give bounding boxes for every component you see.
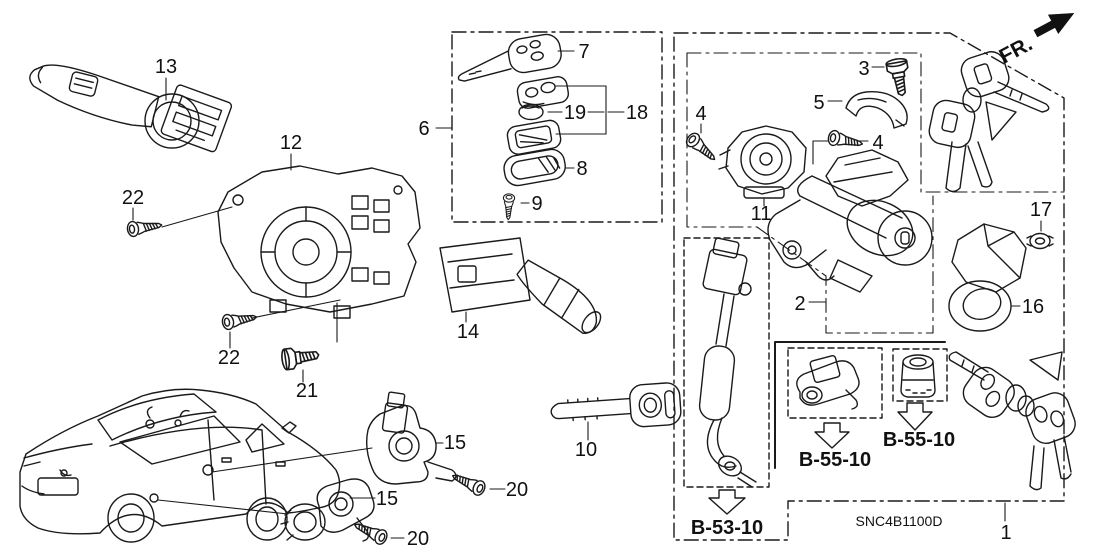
fr-direction: FR. xyxy=(996,13,1075,68)
ref-code-b55-left: B-55-10 xyxy=(799,449,871,471)
b55-group-bracket xyxy=(774,341,946,469)
part-11-immobilizer xyxy=(718,125,807,199)
callout-15: 15 xyxy=(444,432,466,454)
ref-code-b55-right: B-55-10 xyxy=(883,429,955,451)
key-set-top xyxy=(928,51,1050,193)
part-9-screw xyxy=(502,193,516,221)
part-16-cylinder-housing xyxy=(948,223,1027,332)
callout-22-lower: 22 xyxy=(218,347,240,369)
part-15-door-lock-lower xyxy=(280,478,375,542)
b53-group-box xyxy=(683,237,770,488)
callout-8: 8 xyxy=(576,158,587,180)
leader-4-right xyxy=(812,140,869,165)
part-18-case-upper xyxy=(516,76,570,109)
callout-11: 11 xyxy=(751,203,772,225)
callout-22: 22 xyxy=(122,187,144,209)
callout-10: 10 xyxy=(575,439,597,461)
part-4-screw-right xyxy=(826,128,865,153)
leader-18-19-bracket xyxy=(547,85,625,135)
part-2-steering-lock-assembly xyxy=(767,149,933,293)
part-trunk-cap xyxy=(900,354,936,398)
callout-17: 17 xyxy=(1030,199,1052,221)
region-1-boundary xyxy=(673,32,1065,541)
region-2-partition-bottom xyxy=(686,52,934,334)
callout-14: 14 xyxy=(457,321,479,343)
part-18-case-lower xyxy=(506,119,562,155)
callout-12: 12 xyxy=(280,132,302,154)
part-3-bolt xyxy=(884,56,914,99)
part-14-wiper-switch xyxy=(439,237,602,334)
callout-4: 4 xyxy=(695,103,706,125)
callout-5: 5 xyxy=(813,92,824,114)
callout-18: 18 xyxy=(626,102,648,124)
car-illustration xyxy=(19,388,341,543)
part-19-battery xyxy=(518,103,544,121)
callout-4-right: 4 xyxy=(872,132,883,154)
leader-22-lower xyxy=(229,299,341,349)
b55-left-arrow-icon xyxy=(814,422,850,449)
b55-right-box xyxy=(892,348,948,402)
part-glovebox-cylinder xyxy=(796,354,860,410)
callout-21: 21 xyxy=(296,380,318,402)
b53-arrow-icon xyxy=(708,489,746,515)
part-8-gasket xyxy=(503,148,566,187)
callout-13: 13 xyxy=(155,56,177,78)
callout-16: 16 xyxy=(1022,296,1044,318)
part-15-door-lock-upper xyxy=(365,391,457,485)
callout-9: 9 xyxy=(531,193,542,215)
part-22-screw-lower xyxy=(220,308,259,332)
callout-2: 2 xyxy=(794,293,805,315)
part-21-bolt xyxy=(279,343,321,372)
part-22-screw-upper xyxy=(125,216,164,238)
part-10-key-blank xyxy=(550,382,682,428)
part-interlock-cable xyxy=(698,237,757,488)
keyfob-group-box xyxy=(451,31,663,223)
part-7-key xyxy=(457,33,562,82)
b55-right-arrow-icon xyxy=(897,402,933,431)
callout-7: 7 xyxy=(578,41,589,63)
leader-22-upper xyxy=(132,206,233,228)
diagram-code: SNC4B1100D xyxy=(856,513,943,529)
callout-15-lower: 15 xyxy=(376,488,398,510)
key-set-bottom xyxy=(948,351,1076,491)
part-5-clamp xyxy=(845,91,908,129)
callout-6: 6 xyxy=(418,118,429,140)
callout-20-lower: 20 xyxy=(407,528,429,550)
part-17-nut xyxy=(1026,232,1054,250)
fr-arrow-icon xyxy=(1033,13,1075,38)
callout-20: 20 xyxy=(506,479,528,501)
callout-19: 19 xyxy=(564,102,586,124)
callout-3: 3 xyxy=(858,58,869,80)
part-12-bracket xyxy=(217,165,421,319)
ref-code-b53: B-53-10 xyxy=(691,517,763,539)
region-2-partition-top xyxy=(686,52,1065,193)
leader-car-locks xyxy=(157,447,373,515)
part-4-screw-left xyxy=(683,130,721,166)
callout-1: 1 xyxy=(1000,522,1011,544)
part-13-combination-switch xyxy=(29,64,233,153)
b55-left-box xyxy=(787,347,883,419)
